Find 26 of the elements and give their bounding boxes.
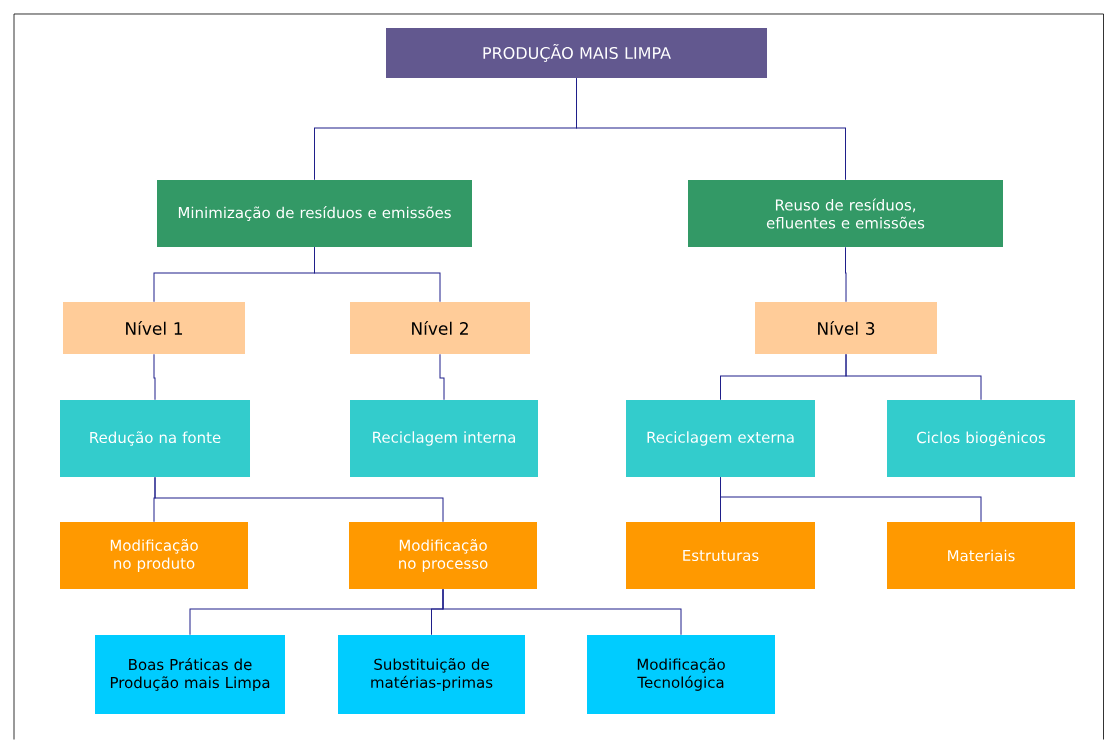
connector [845,246,847,303]
practice-box: Modificação Tecnológica [587,635,775,714]
strategy-box: Redução na fonte [60,400,250,477]
action-box: Estruturas [626,522,815,589]
connector [314,246,441,303]
level-box: Nível 2 [350,302,530,354]
strategy-box: Reciclagem interna [350,400,538,477]
strategy-box: Reciclagem externa [626,400,815,477]
strategy-box: Ciclos biogênicos [887,400,1075,477]
title-box: PRODUÇÃO MAIS LIMPA [386,28,767,78]
action-box: Modificação no processo [349,522,537,589]
action-box: Materiais [887,522,1075,589]
practice-box: Boas Práticas de Produção mais Limpa [95,635,285,714]
connector [442,588,682,636]
connector [153,353,156,401]
connector [154,476,444,523]
category-box: Reuso de resíduos, efluentes e emissões [688,180,1003,247]
connector [720,476,982,523]
level-box: Nível 3 [755,302,937,354]
connector [576,77,846,181]
action-box: Modificação no produto [60,522,248,589]
connector [845,353,982,401]
practice-box: Substituição de matérias-primas [338,635,525,714]
connector [439,353,445,401]
level-box: Nível 1 [63,302,245,354]
category-box: Minimização de resíduos e emissões [157,180,472,247]
